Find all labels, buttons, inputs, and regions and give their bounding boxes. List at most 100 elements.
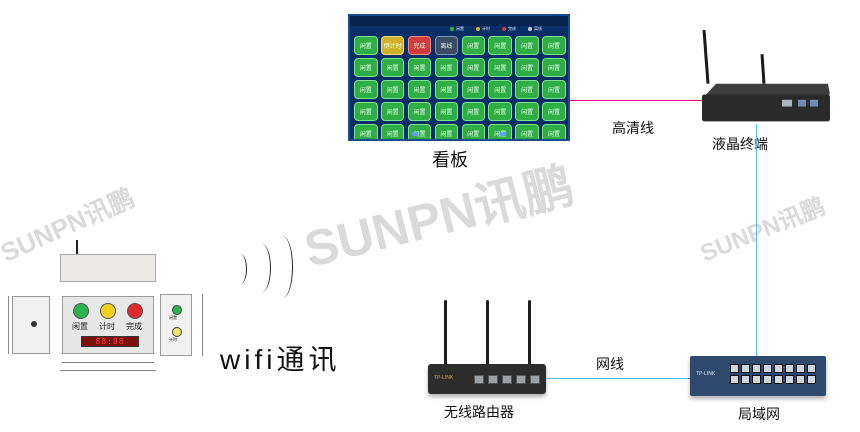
idle-button[interactable]	[73, 303, 89, 319]
switch-port	[741, 375, 750, 384]
device-side-view	[12, 296, 50, 354]
legend-timing: 计时	[476, 26, 490, 32]
wireless-router-label: 无线路由器	[444, 404, 514, 420]
station-cell: 闲置	[488, 102, 512, 121]
station-cell: 闲置	[354, 80, 378, 99]
station-cell: 闲置	[515, 102, 539, 121]
lcd-terminal-device	[702, 30, 830, 122]
legend-dot	[476, 27, 480, 31]
station-cell: 闲置	[515, 80, 539, 99]
switch-port	[785, 375, 794, 384]
wifi-signal-icon	[276, 236, 293, 298]
switch-port	[730, 364, 739, 373]
station-cell: 闲置	[354, 36, 378, 55]
legend-offline: 离线	[528, 26, 542, 32]
ethernet-port	[488, 375, 498, 384]
station-grid: 闲置倒计时完成离线闲置闲置闲置闲置闲置闲置闲置闲置闲置闲置闲置闲置闲置闲置闲置闲…	[354, 36, 566, 139]
idle-indicator-label: 闲置	[169, 315, 177, 320]
hdmi-cable-label: 高清线	[612, 120, 654, 136]
station-cell: 闲置	[515, 124, 539, 139]
station-cell: 闲置	[461, 58, 486, 77]
timing-button[interactable]	[100, 303, 116, 319]
switch-port	[763, 375, 772, 384]
station-cell: 离线	[434, 36, 459, 55]
switch-port	[774, 364, 783, 373]
legend-dot	[450, 27, 454, 31]
router-brand-logo: TP-LINK	[434, 375, 454, 381]
page-icon	[500, 132, 506, 136]
station-cell: 闲置	[461, 80, 486, 99]
station-cell: 闲置	[542, 102, 566, 121]
switch-port	[741, 364, 750, 373]
station-cell: 闲置	[515, 58, 539, 77]
station-cell: 闲置	[542, 36, 566, 55]
switch-ports	[730, 364, 816, 384]
station-cell: 闲置	[434, 102, 459, 121]
wifi-signal-icon	[236, 254, 247, 284]
station-cell: 闲置	[488, 80, 512, 99]
switch-port	[785, 364, 794, 373]
station-cell: 闲置	[434, 124, 459, 139]
switch-port	[730, 375, 739, 384]
board-label: 看板	[432, 150, 468, 170]
timing-button-label: 计时	[99, 322, 115, 331]
board-header	[350, 16, 568, 26]
station-cell: 闲置	[542, 80, 566, 99]
wifi-signal-icon	[256, 244, 271, 292]
switch-port	[752, 375, 761, 384]
router-antenna	[528, 300, 531, 366]
station-cell: 完成	[407, 36, 432, 55]
station-cell: 闲置	[434, 80, 459, 99]
legend-dot	[528, 27, 532, 31]
device-antenna	[76, 240, 78, 256]
dimension-line	[8, 296, 9, 354]
network-cable-label: 网线	[596, 356, 624, 372]
router-antenna	[444, 300, 447, 366]
legend-done: 完成	[502, 26, 516, 32]
station-cell: 闲置	[488, 58, 512, 77]
switch-port	[752, 364, 761, 373]
board-legend: 闲置 计时 完成 离线	[450, 26, 542, 32]
lan-switch-device: TP-LINK	[690, 356, 826, 396]
station-cell: 闲置	[380, 80, 405, 99]
device-top-view	[60, 254, 156, 282]
done-button[interactable]	[127, 303, 143, 319]
hdmi-line	[570, 100, 708, 101]
router-antenna	[486, 300, 489, 366]
dimension-line	[62, 362, 154, 363]
done-button-label: 完成	[126, 322, 142, 331]
terminal-switch-line	[756, 124, 757, 356]
router-ports	[474, 375, 540, 384]
switch-port	[807, 375, 816, 384]
page-icon	[412, 132, 418, 136]
kanban-board-screen: 闲置 计时 完成 离线 闲置倒计时完成离线闲置闲置闲置闲置闲置闲置闲置闲置闲置闲…	[348, 14, 570, 141]
switch-brand-logo: TP-LINK	[696, 371, 716, 377]
switch-port	[774, 375, 783, 384]
station-cell: 闲置	[542, 58, 566, 77]
network-line	[546, 378, 690, 379]
switch-port	[763, 364, 772, 373]
device-rear-view: 闲置 计时	[160, 294, 192, 356]
station-cell: 闲置	[461, 124, 486, 139]
digital-display: 88:88	[81, 336, 139, 347]
station-cell: 闲置	[354, 124, 378, 139]
ethernet-port	[516, 375, 526, 384]
lcd-terminal-label: 液晶终端	[712, 136, 768, 152]
timing-indicator-light	[172, 327, 182, 337]
station-cell: 闲置	[354, 102, 378, 121]
station-cell: 闲置	[380, 124, 405, 139]
lan-label: 局域网	[738, 406, 780, 422]
idle-button-label: 闲置	[72, 322, 88, 331]
timing-indicator-label: 计时	[169, 337, 177, 342]
station-cell: 倒计时	[380, 36, 405, 55]
station-cell: 闲置	[434, 58, 459, 77]
side-screw-icon	[31, 321, 37, 327]
station-cell: 闲置	[407, 102, 432, 121]
station-cell: 闲置	[461, 102, 486, 121]
station-cell: 闲置	[380, 58, 405, 77]
ethernet-port	[502, 375, 512, 384]
switch-port	[796, 364, 805, 373]
dimension-line	[202, 294, 203, 356]
ethernet-port	[474, 375, 484, 384]
switch-port	[807, 364, 816, 373]
